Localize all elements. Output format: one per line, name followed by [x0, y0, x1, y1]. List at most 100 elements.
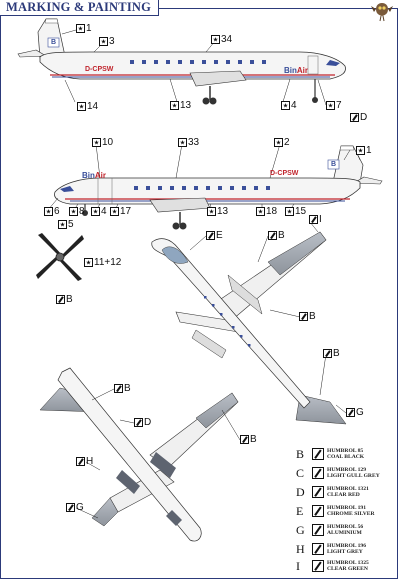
paint-brush-icon: [346, 408, 355, 417]
paint-brush-icon: [312, 543, 324, 555]
callout-d-bottom: D: [134, 417, 151, 428]
paint-brush-icon: [312, 448, 324, 460]
paint-brush-icon: [268, 231, 277, 240]
decal-star-icon: [207, 207, 216, 216]
tail-letter-port: B: [331, 161, 337, 168]
decal-star-icon: [285, 207, 294, 216]
callout-34: 34: [211, 34, 232, 45]
airline-name-bin-port: Bin: [82, 171, 95, 180]
decal-star-icon: [110, 207, 119, 216]
callout-2: 2: [274, 137, 290, 148]
bottom-view: [39, 367, 239, 542]
decal-star-icon: [326, 101, 335, 110]
callout-d-top: D: [350, 112, 367, 123]
paint-brush-icon: [56, 295, 65, 304]
decal-star-icon: [69, 207, 78, 216]
decal-star-icon: [274, 138, 283, 147]
side-view-starboard: [17, 18, 346, 105]
callout-6: 6: [44, 206, 60, 217]
paint-brush-icon: [134, 418, 143, 427]
callout-13b: 13: [207, 206, 228, 217]
decal-star-icon: [58, 220, 67, 229]
decal-star-icon: [77, 102, 86, 111]
paint-brush-icon: [323, 349, 332, 358]
callout-4: 4: [281, 100, 297, 111]
decal-star-icon: [76, 24, 85, 33]
registration-starboard: D-CPSW: [85, 66, 114, 73]
decal-star-icon: [211, 35, 220, 44]
callout-5: 5: [58, 219, 74, 230]
callout-15: 15: [285, 206, 306, 217]
callout-b-lwing: B: [240, 434, 257, 445]
paint-brush-icon: [299, 312, 308, 321]
callout-17: 17: [110, 206, 131, 217]
decal-star-icon: [92, 138, 101, 147]
airline-logo-port: BinAir: [82, 171, 106, 180]
decal-star-icon: [84, 258, 93, 267]
callout-g-wing: G: [66, 502, 84, 513]
callout-e: E: [206, 230, 223, 241]
callout-1b: 1: [356, 145, 372, 156]
callout-b-htail: B: [114, 383, 131, 394]
page-title: MARKING & PAINTING: [0, 0, 160, 16]
decal-star-icon: [256, 207, 265, 216]
owl-logo-icon: [371, 3, 393, 22]
airline-name-air: Air: [296, 66, 309, 75]
callout-14: 14: [77, 101, 98, 112]
callout-h: H: [76, 456, 93, 467]
paint-brush-icon: [114, 384, 123, 393]
airline-name-bin: Bin: [284, 66, 297, 75]
paint-brush-icon: [312, 560, 324, 572]
callout-1: 1: [76, 23, 92, 34]
decal-star-icon: [356, 146, 365, 155]
decal-star-icon: [281, 101, 290, 110]
paint-brush-icon: [312, 486, 324, 498]
callout-b-prop: B: [56, 294, 73, 305]
tail-letter-starboard: B: [51, 39, 57, 46]
registration-port: D-CPSW: [270, 170, 299, 177]
callout-g-tail: G: [346, 407, 364, 418]
propeller-detail: [36, 233, 84, 281]
callout-3: 3: [99, 36, 115, 47]
callout-13: 13: [170, 100, 191, 111]
callout-11-12: 11+12: [84, 257, 121, 268]
callout-33: 33: [178, 137, 199, 148]
paint-brush-icon: [206, 231, 215, 240]
callout-b-nacelle: B: [299, 311, 316, 322]
decal-star-icon: [91, 207, 100, 216]
paint-brush-icon: [240, 435, 249, 444]
callout-b-wing: B: [268, 230, 285, 241]
paint-brush-icon: [312, 524, 324, 536]
airline-name-air-port: Air: [94, 171, 107, 180]
sheet-frame: [0, 8, 398, 579]
callout-18: 18: [256, 206, 277, 217]
paint-brush-icon: [66, 503, 75, 512]
paint-brush-icon: [312, 467, 324, 479]
paint-brush-icon: [312, 505, 324, 517]
paint-brush-icon: [76, 457, 85, 466]
airline-logo-starboard: BinAir: [284, 66, 308, 75]
callout-7: 7: [326, 100, 342, 111]
paint-brush-icon: [350, 113, 359, 122]
decal-star-icon: [170, 101, 179, 110]
callout-4b: 4: [91, 206, 107, 217]
callout-i: I: [309, 214, 322, 225]
side-view-port: [54, 145, 383, 230]
callout-8: 8: [69, 206, 85, 217]
paint-brush-icon: [309, 215, 318, 224]
decal-star-icon: [99, 37, 108, 46]
decal-star-icon: [178, 138, 187, 147]
decal-star-icon: [44, 207, 53, 216]
callout-10: 10: [92, 137, 113, 148]
top-view: [151, 231, 347, 425]
callout-b-tail: B: [323, 348, 340, 359]
